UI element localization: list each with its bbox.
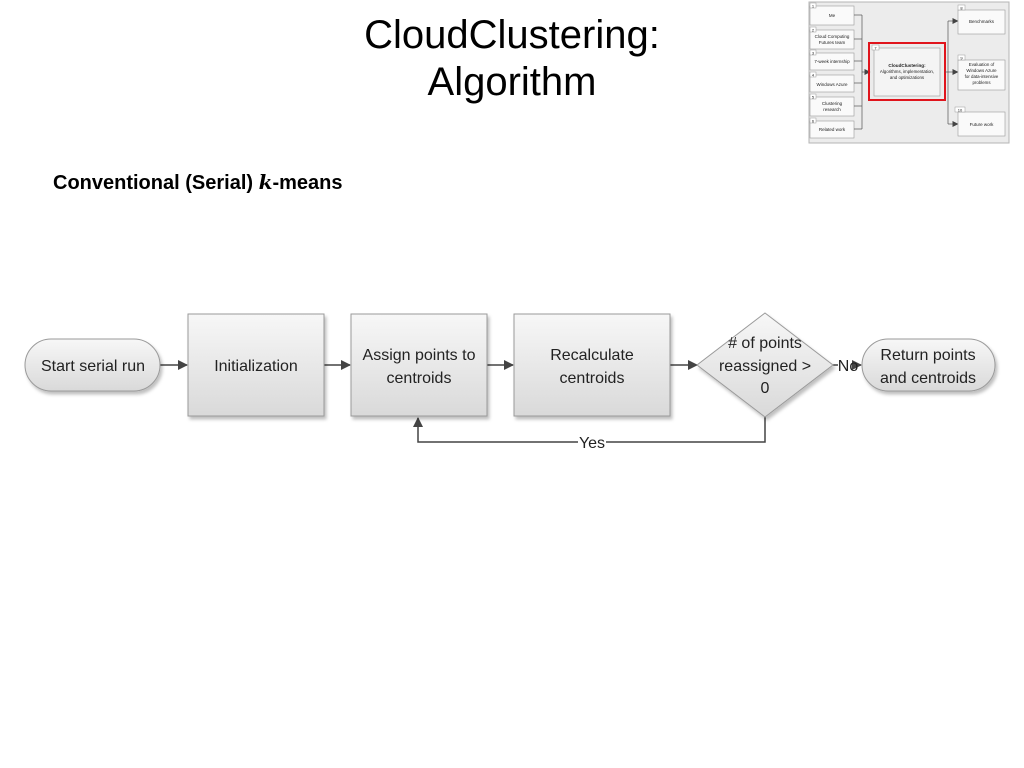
nav-item-10: 10 Future work <box>954 106 1006 137</box>
nav-item-1-num: 1 <box>812 3 815 8</box>
nav-item-9-num: 9 <box>960 55 963 60</box>
return-label-1: Return points <box>880 347 975 364</box>
nav-item-6-label: Related work <box>819 127 846 132</box>
nav-item-8-num: 8 <box>960 5 963 10</box>
recalc-label-2: centroids <box>560 370 625 387</box>
assign-label-2: centroids <box>387 370 452 387</box>
start-terminator: Start serial run <box>24 338 161 392</box>
nav-item-3: 3 7-week internship <box>809 49 855 71</box>
decision-diamond: # of points reassigned > 0 <box>696 312 834 418</box>
subtitle-suffix: -means <box>272 172 343 194</box>
subtitle-variable: k <box>258 170 273 194</box>
nav-item-7-num: 7 <box>874 45 877 50</box>
section-subtitle: Conventional (Serial) k-means <box>53 170 342 195</box>
nav-item-3-label: 7-week internship <box>814 59 850 64</box>
nav-item-9-label-1: Evaluation of <box>969 62 995 67</box>
no-branch-label: No <box>838 358 859 375</box>
nav-item-7-line-2: and optimizations <box>890 75 925 80</box>
nav-item-1-label: Me <box>829 13 836 18</box>
nav-right-connectors <box>945 18 959 127</box>
navigator-map: 1 Me 2 Cloud Computing Futures team 3 7-… <box>808 1 1010 144</box>
subtitle-prefix: Conventional (Serial) <box>53 172 259 194</box>
loop-yes-to-assign <box>413 417 578 443</box>
nav-item-10-num: 10 <box>958 107 963 112</box>
nav-item-3-num: 3 <box>812 50 815 55</box>
nav-item-9-label-2: Windows Azure <box>966 68 997 73</box>
loop-decision-to-yes <box>606 417 766 443</box>
flowchart: Start serial run Initialization Assign p… <box>24 312 996 452</box>
nav-item-4-num: 4 <box>812 72 815 77</box>
assign-label-1: Assign points to <box>363 347 476 364</box>
assign-process-box: Assign points to centroids <box>350 313 488 417</box>
nav-item-2-label-1: Cloud Computing <box>815 34 850 39</box>
nav-item-8: 8 Benchmarks <box>957 4 1006 35</box>
nav-item-2-label-2: Futures team <box>819 40 846 45</box>
decision-label-2: reassigned > <box>719 358 811 375</box>
nav-item-1: 1 Me <box>809 2 855 26</box>
nav-item-7-line-1: Algorithms, implementation, <box>880 69 934 74</box>
nav-item-9-label-3: for data-intensive <box>965 74 999 79</box>
nav-item-6: 6 Related work <box>809 117 855 139</box>
nav-item-8-label: Benchmarks <box>969 19 995 24</box>
return-terminator: Return points and centroids <box>861 338 996 392</box>
nav-item-4-label: Windows Azure <box>816 82 848 87</box>
nav-item-5-label-1: Clustering <box>822 101 843 106</box>
return-label-2: and centroids <box>880 370 976 387</box>
nav-left-connectors <box>854 14 871 130</box>
decision-label-1: # of points <box>728 335 802 352</box>
start-label: Start serial run <box>41 358 145 375</box>
decision-label-3: 0 <box>761 380 770 397</box>
recalc-process-box: Recalculate centroids <box>513 313 671 417</box>
title-line-2: Algorithm <box>427 60 597 104</box>
nav-item-6-num: 6 <box>812 118 815 123</box>
nav-item-5-label-2: research <box>823 107 841 112</box>
nav-item-2: 2 Cloud Computing Futures team <box>809 26 855 50</box>
nav-item-10-label: Future work <box>970 122 995 127</box>
init-label: Initialization <box>214 358 298 375</box>
nav-item-4: 4 Windows Azure <box>809 71 855 93</box>
title-line-1: CloudClustering: <box>364 13 660 57</box>
nav-item-2-num: 2 <box>812 27 815 32</box>
nav-item-7-title: CloudClustering: <box>888 63 926 68</box>
nav-item-9-label-4: problems <box>972 80 991 85</box>
nav-item-5: 5 Clustering research <box>809 93 855 117</box>
current-section-highlight <box>868 42 946 101</box>
yes-branch-label: Yes <box>579 435 605 452</box>
slide-title: CloudClustering: Algorithm <box>262 12 762 106</box>
nav-item-9: 9 Evaluation of Windows Azure for data-i… <box>957 54 1006 91</box>
nav-item-7-current: 7 CloudClustering: Algorithms, implement… <box>868 42 946 101</box>
flow-connectors <box>160 360 862 443</box>
nav-item-5-num: 5 <box>812 94 815 99</box>
recalc-label-1: Recalculate <box>550 347 634 364</box>
init-process-box: Initialization <box>187 313 325 417</box>
